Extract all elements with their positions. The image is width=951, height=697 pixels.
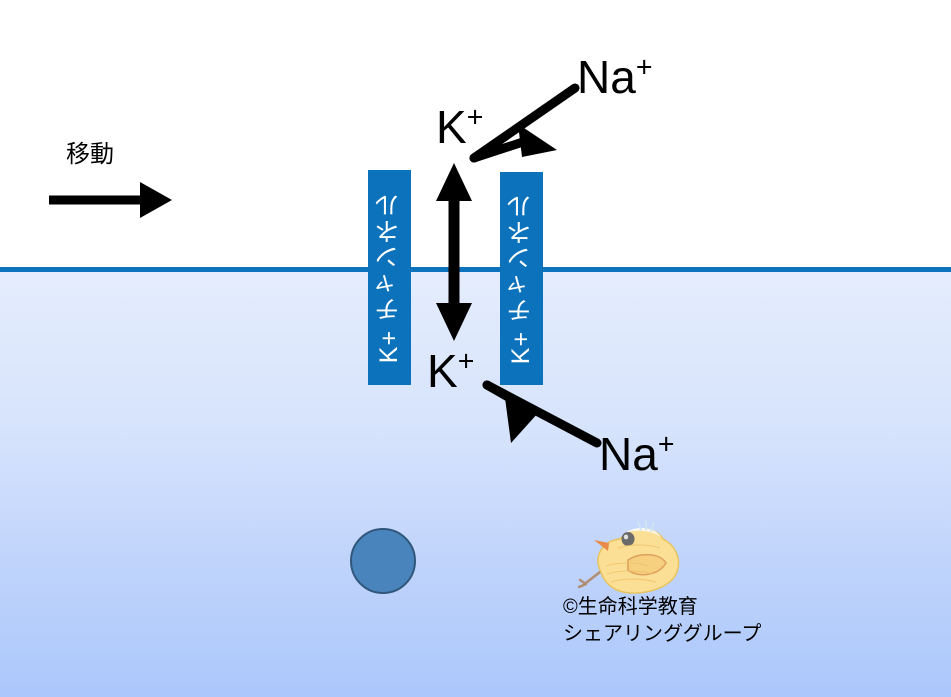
duckling-mascot-icon [577,520,680,594]
k-channel-right-label: K+ チャンネル [507,192,535,365]
ion-label-potassium-extracellular: K+ [436,101,484,153]
ion-symbol: K [436,101,467,153]
copyright-credit: ©生命科学教育 シェアリンググループ [563,596,762,645]
ion-charge: + [657,428,675,461]
k-channel-right[interactable]: K+ チャンネル [500,172,543,385]
ion-charge: + [466,101,484,134]
ion-symbol: K [427,345,458,397]
movement-label: 移動 [66,141,114,168]
membrane-line [0,267,951,272]
ion-charge: + [457,345,475,378]
ion-symbol: Na [577,51,636,103]
ion-label-sodium-extracellular: Na+ [577,51,653,103]
k-channel-left[interactable]: K+ チャンネル [368,170,411,385]
ion-label-sodium-intracellular: Na+ [599,428,675,480]
ion-charge: + [635,51,653,84]
ion-label-potassium-intracellular: K+ [427,345,475,397]
ion-symbol: Na [599,428,658,480]
intracellular-region [0,272,951,697]
vesicle-circle [350,528,416,594]
k-channel-left-label: K+ チャンネル [375,191,403,364]
